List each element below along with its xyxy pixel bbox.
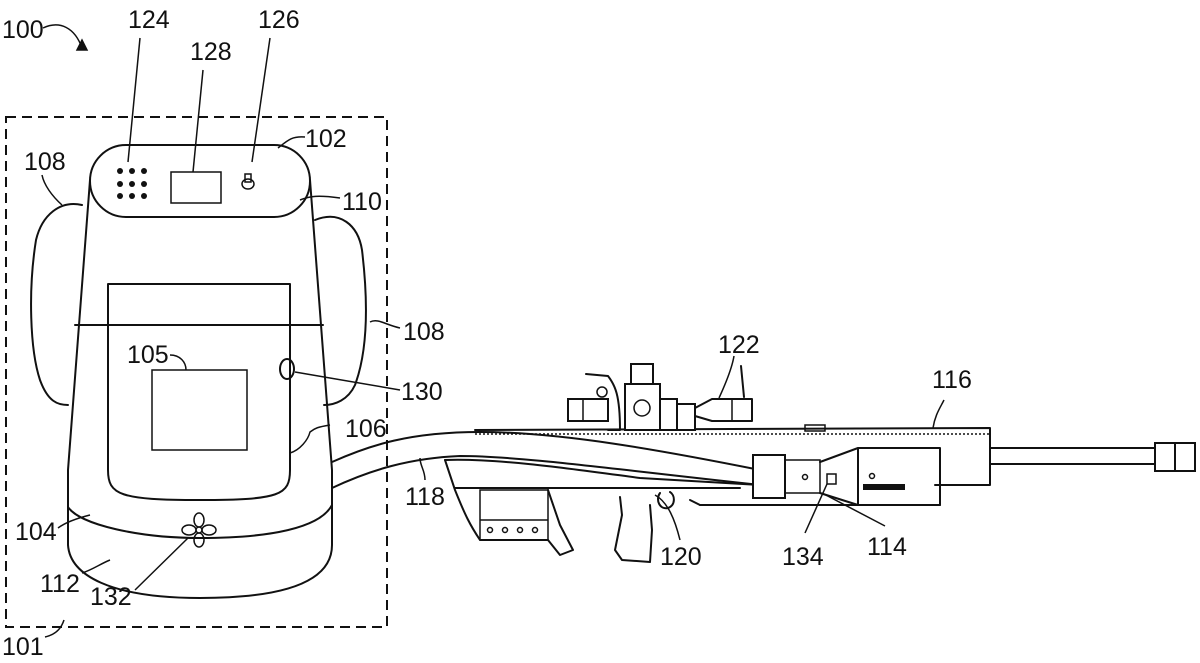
sensor [826, 473, 837, 485]
label-108-left: 108 [24, 148, 66, 176]
label-104: 104 [15, 518, 57, 546]
label-132: 132 [90, 583, 132, 611]
leader-lines [41, 24, 945, 638]
label-112: 112 [40, 570, 80, 598]
label-108-right: 108 [403, 318, 445, 346]
pocket-item [151, 369, 248, 451]
label-118: 118 [405, 483, 445, 511]
label-100: 100 [2, 16, 44, 44]
label-114: 114 [867, 533, 907, 561]
label-105: 105 [127, 341, 169, 369]
label-110: 110 [342, 188, 382, 216]
scope [567, 363, 753, 431]
rifle [444, 424, 1196, 563]
speaker-icon [117, 168, 147, 199]
label-124: 124 [128, 6, 170, 34]
port [279, 358, 295, 380]
knob-icon [241, 173, 255, 190]
label-101: 101 [2, 633, 44, 661]
strap-left [30, 203, 83, 406]
label-122: 122 [718, 331, 760, 359]
rifle-module [819, 447, 941, 506]
label-126: 126 [258, 6, 300, 34]
top-panel [89, 144, 311, 218]
pocket [107, 283, 291, 501]
pistol-grip [614, 496, 653, 563]
backpack-unit [30, 144, 367, 599]
label-130: 130 [401, 378, 443, 406]
reference-labels: 100 124 128 126 102 108 110 108 105 130 … [2, 6, 972, 661]
hose [331, 431, 761, 489]
label-128: 128 [190, 38, 232, 66]
strap-right [314, 215, 367, 406]
label-106: 106 [345, 415, 387, 443]
label-134: 134 [782, 543, 824, 571]
fan-icon [181, 512, 217, 548]
system-boundary [5, 116, 388, 628]
label-116: 116 [932, 366, 972, 394]
base-divider [67, 504, 333, 539]
label-120: 120 [660, 543, 702, 571]
display-screen [170, 171, 222, 204]
backpack-body [67, 179, 333, 599]
label-102: 102 [305, 125, 347, 153]
